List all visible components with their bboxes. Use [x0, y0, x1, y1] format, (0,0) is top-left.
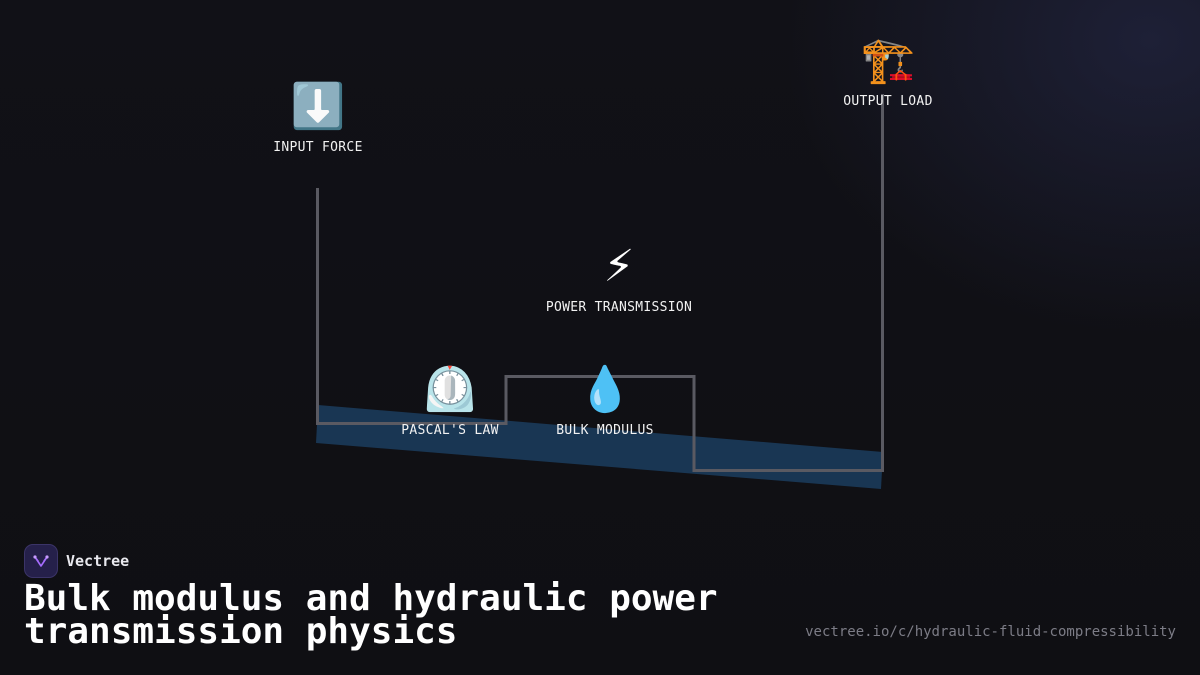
vectree-logo-icon [24, 544, 58, 578]
node-label: POWER TRANSMISSION [545, 300, 693, 315]
brand: Vectree [24, 544, 129, 578]
brand-name: Vectree [66, 552, 130, 570]
connector-input-to-output [316, 94, 884, 472]
node-power-transmission: ⚡ POWER TRANSMISSION [519, 241, 719, 316]
node-label: INPUT FORCE [273, 140, 363, 155]
droplet-icon: 💧 [577, 364, 633, 415]
lightning-icon: ⚡ [603, 241, 635, 292]
node-label: PASCAL'S LAW [401, 423, 499, 438]
node-bulk-modulus: 💧 BULK MODULUS [505, 364, 705, 439]
node-output-load: 🏗️ OUTPUT LOAD [788, 35, 988, 110]
down-arrow-icon: ⬇️ [290, 81, 346, 132]
node-pascals-law: ⏲️ PASCAL'S LAW [350, 364, 550, 439]
crane-icon: 🏗️ [860, 35, 916, 86]
page-title: Bulk modulus and hydraulic power transmi… [24, 578, 718, 652]
timer-gauge-icon: ⏲️ [422, 364, 478, 415]
node-label: BULK MODULUS [556, 423, 654, 438]
node-input-force: ⬇️ INPUT FORCE [218, 81, 418, 156]
fluid-band [316, 405, 883, 489]
node-label: OUTPUT LOAD [843, 94, 933, 109]
source-url: vectree.io/c/hydraulic-fluid-compressibi… [805, 624, 1176, 640]
